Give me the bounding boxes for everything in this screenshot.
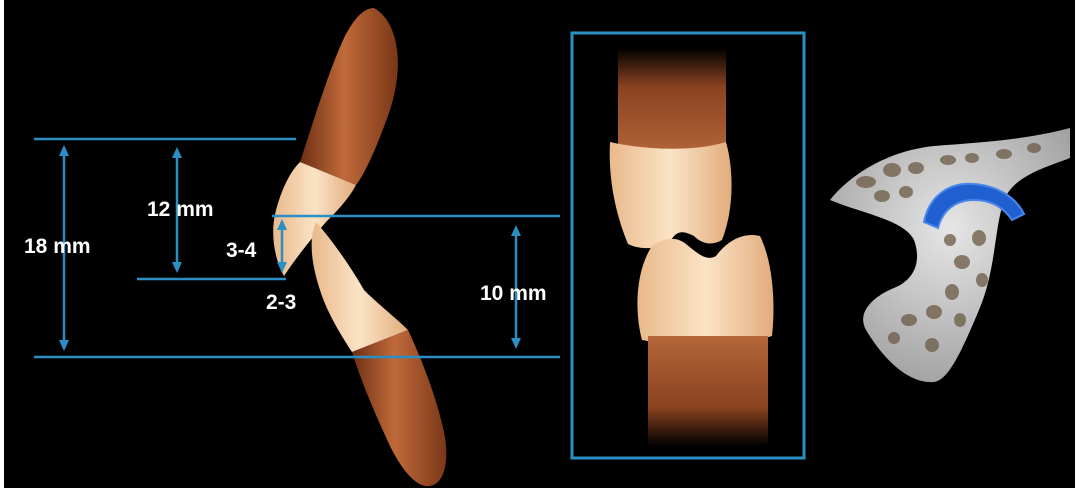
label-12mm: 12 mm (147, 198, 214, 221)
joint-illustration (830, 128, 1070, 382)
lower-tooth-crown (637, 235, 773, 346)
arrowhead-10mm-top (511, 225, 521, 236)
lower-incisor-crown (312, 222, 408, 352)
label-overbite: 3-4 (226, 239, 257, 262)
lower-incisor-root (352, 330, 446, 486)
arrowhead-12mm-top (172, 147, 182, 158)
frontal-view-panel (572, 33, 804, 458)
bone-outline (830, 128, 1070, 382)
arrowhead-18mm-top (59, 145, 69, 156)
arrowhead-10mm-bottom (511, 338, 521, 349)
upper-tooth-crown (610, 142, 732, 248)
upper-tooth-root (618, 48, 726, 158)
dental-occlusion-diagram: 18 mm 12 mm 3-4 2-3 10 mm (4, 0, 1075, 488)
diagram-canvas: 18 mm 12 mm 3-4 2-3 10 mm (4, 0, 1075, 488)
side-view-incisors (273, 8, 446, 486)
upper-incisor-root (300, 8, 398, 185)
lower-tooth-root (648, 336, 768, 446)
arrowhead-18mm-bottom (59, 340, 69, 351)
label-10mm: 10 mm (480, 282, 547, 305)
label-overjet: 2-3 (266, 291, 296, 314)
label-18mm: 18 mm (24, 235, 91, 258)
arrowhead-12mm-bottom (172, 262, 182, 273)
